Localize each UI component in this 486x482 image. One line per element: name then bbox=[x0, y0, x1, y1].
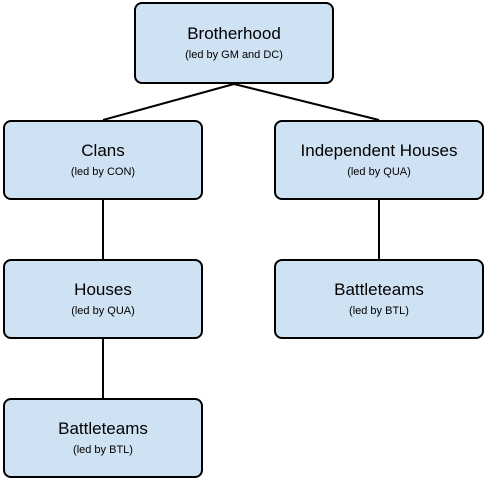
node-title: Battleteams bbox=[334, 279, 424, 299]
node-houses: Houses (led by QUA) bbox=[3, 259, 203, 339]
edge-brotherhood-clans bbox=[102, 83, 235, 121]
node-independent-houses: Independent Houses (led by QUA) bbox=[274, 120, 484, 200]
node-subtitle: (led by BTL) bbox=[73, 443, 133, 456]
node-subtitle: (led by GM and DC) bbox=[185, 48, 283, 61]
node-subtitle: (led by QUA) bbox=[347, 165, 411, 178]
node-clans: Clans (led by CON) bbox=[3, 120, 203, 200]
node-title: Houses bbox=[74, 279, 132, 299]
edge-brotherhood-independent-houses bbox=[233, 83, 380, 121]
node-title: Clans bbox=[81, 140, 125, 160]
node-brotherhood: Brotherhood (led by GM and DC) bbox=[134, 2, 334, 84]
node-battleteams-clan: Battleteams (led by BTL) bbox=[3, 398, 203, 478]
node-title: Battleteams bbox=[58, 418, 148, 438]
node-title: Brotherhood bbox=[187, 23, 281, 43]
node-subtitle: (led by BTL) bbox=[349, 304, 409, 317]
node-battleteams-independent: Battleteams (led by BTL) bbox=[274, 259, 484, 339]
node-title: Independent Houses bbox=[300, 140, 458, 160]
node-subtitle: (led by CON) bbox=[70, 165, 136, 178]
node-subtitle: (led by QUA) bbox=[71, 304, 135, 317]
